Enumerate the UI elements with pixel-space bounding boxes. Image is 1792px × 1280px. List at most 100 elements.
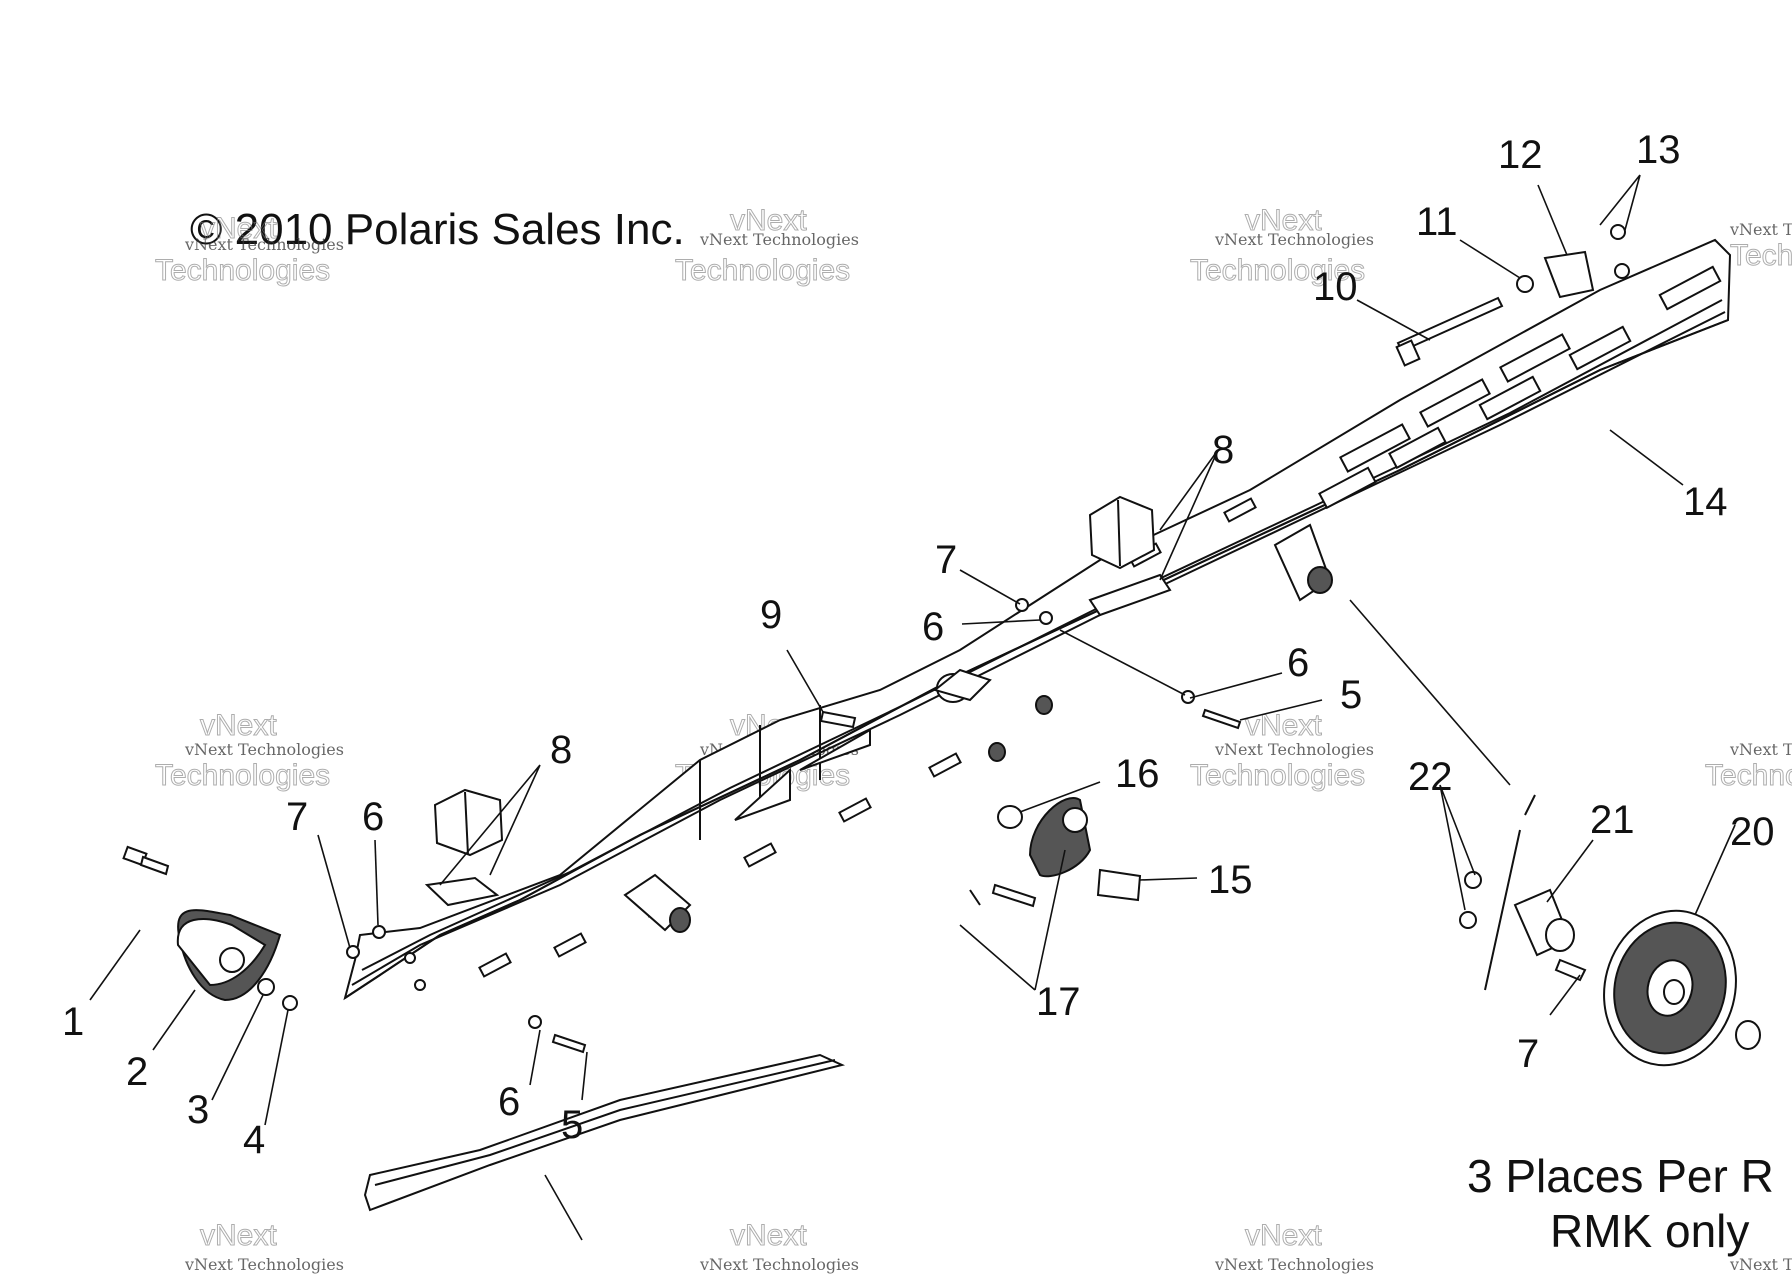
part-1-bolt [122, 845, 170, 876]
part-10-bolt [1395, 296, 1504, 367]
callout-6: 6 [362, 795, 384, 839]
callout-14: 14 [1683, 480, 1728, 524]
part-15-axle [1096, 868, 1142, 902]
callout-7: 7 [286, 795, 308, 839]
callout-6: 6 [922, 605, 944, 649]
callout-5: 5 [561, 1103, 583, 1147]
watermark: vNext vNext Technologies [184, 1219, 344, 1275]
part-13-rivet [1614, 263, 1630, 279]
callout-6: 6 [498, 1080, 520, 1124]
svg-text:Technologies: Technologies [1190, 254, 1365, 287]
part-2-wheel-cover [176, 909, 282, 1002]
callout-8: 8 [550, 728, 572, 772]
part-7-bolt [1554, 958, 1587, 982]
watermark: Technologies vNext Technologies [1729, 220, 1792, 273]
watermark: Technologies vNext vNext Technologies [155, 709, 344, 793]
callout-10: 10 [1313, 265, 1358, 309]
callout-3: 3 [187, 1088, 209, 1132]
svg-text:vNext Technologies: vNext Technologies [1729, 1255, 1792, 1274]
part-12-bracket [1543, 250, 1595, 299]
svg-text:vNext Technologies: vNext Technologies [1214, 740, 1374, 759]
part-7-nut [346, 945, 360, 959]
callout-20: 20 [1730, 810, 1775, 854]
watermark: Technologies vNext vNext Technologies [1190, 204, 1374, 288]
rail-idler [932, 668, 992, 703]
svg-text:vNext: vNext [1245, 204, 1322, 237]
part-5-bolt [551, 1033, 587, 1054]
svg-text:vNext Technologies: vNext Technologies [699, 230, 859, 249]
part-6-washer [372, 925, 386, 939]
part-3-washer [257, 978, 275, 996]
rail-idler [623, 873, 692, 933]
callout-12: 12 [1498, 133, 1543, 177]
svg-text:vNext Technologies: vNext Technologies [184, 740, 344, 759]
rail-idler [1273, 523, 1333, 602]
part-17-wheel-hub [969, 797, 1092, 908]
part-4-nut [282, 995, 298, 1011]
part-13-rivet [1610, 224, 1626, 240]
part-8-bumper-rear [1088, 495, 1172, 617]
watermark: Technologies vNext vNext Technologies [1190, 709, 1374, 793]
rail-slots [478, 265, 1722, 978]
callout-8: 8 [1212, 428, 1234, 472]
watermark: vNext vNext Technologies [699, 1219, 859, 1275]
svg-text:vNext Technologies: vNext Technologies [1729, 740, 1792, 759]
copyright-text: © 2010 Polaris Sales Inc. [190, 205, 685, 254]
callout-21: 21 [1590, 798, 1635, 842]
svg-text:vNext Technologies: vNext Technologies [184, 1255, 344, 1274]
part-8-bumper-front [424, 788, 504, 907]
svg-text:Technologies: Technologies [1190, 759, 1365, 792]
svg-text:vNext: vNext [730, 204, 807, 237]
svg-text:vNext: vNext [730, 1219, 807, 1252]
svg-text:vNext Technologies: vNext Technologies [1729, 220, 1792, 239]
watermarks: Technologies vNext vNext Technologies Te… [155, 204, 1792, 1275]
part-20-idler-wheel [1603, 909, 1737, 1067]
svg-text:vNext: vNext [200, 1219, 277, 1252]
callout-4: 4 [243, 1118, 265, 1162]
svg-text:vNext Technologies: vNext Technologies [1214, 1255, 1374, 1274]
part-11-nut [1516, 275, 1534, 293]
svg-text:vNext Technologies: vNext Technologies [1214, 230, 1374, 249]
callout-7: 7 [935, 538, 957, 582]
watermark: Technologies vNext vNext Technologies [155, 212, 344, 288]
svg-text:vNext: vNext [200, 212, 277, 245]
callout-22: 22 [1408, 755, 1453, 799]
hyfax-slide [363, 1053, 846, 1241]
part-7-nut [1015, 598, 1029, 612]
note: 3 Places Per R RMK only [1467, 1150, 1774, 1257]
svg-text:vNext Technologies: vNext Technologies [184, 235, 344, 254]
note-line-1: 3 Places Per R [1467, 1150, 1774, 1202]
callout-17: 17 [1036, 980, 1081, 1024]
watermark: Technologies vNext vNext Technologies [675, 204, 859, 288]
callout-9: 9 [760, 593, 782, 637]
watermark: vNext Technologies [1729, 1255, 1792, 1274]
note-line-2: RMK only [1550, 1205, 1749, 1257]
callout-16: 16 [1115, 752, 1160, 796]
leader-lines [89, 174, 1736, 1126]
svg-text:Technologies: Technologies [1705, 759, 1792, 792]
part-22-nut [1459, 911, 1477, 929]
svg-text:Technologies: Technologies [675, 254, 850, 287]
watermark: Technologies vNext Technologies [1705, 740, 1792, 793]
svg-text:vNext: vNext [1245, 1219, 1322, 1252]
part-21-spacer [1513, 888, 1575, 957]
svg-text:Technologies: Technologies [155, 759, 330, 792]
part-5-bolt [1201, 708, 1242, 730]
part-6-washer [1039, 611, 1053, 625]
part-6-washer [528, 1015, 542, 1029]
part-16-washer [997, 805, 1023, 829]
watermark: vNext vNext Technologies [1214, 1219, 1374, 1275]
svg-text:vNext: vNext [1245, 709, 1322, 742]
part-9-pin [819, 710, 857, 729]
callout-13: 13 [1636, 128, 1681, 172]
svg-text:vNext Technologies: vNext Technologies [699, 1255, 859, 1274]
callout-2: 2 [126, 1050, 148, 1094]
callout-11: 11 [1416, 200, 1458, 244]
callout-1: 1 [62, 1000, 84, 1044]
callouts: 1 2 3 4 5 6 7 8 9 10 11 12 13 14 15 16 1… [62, 128, 1775, 1162]
callout-15: 15 [1208, 858, 1253, 902]
callout-5: 5 [1340, 673, 1362, 717]
svg-text:Technologies: Technologies [1730, 239, 1792, 272]
part-washer [1735, 1020, 1761, 1050]
